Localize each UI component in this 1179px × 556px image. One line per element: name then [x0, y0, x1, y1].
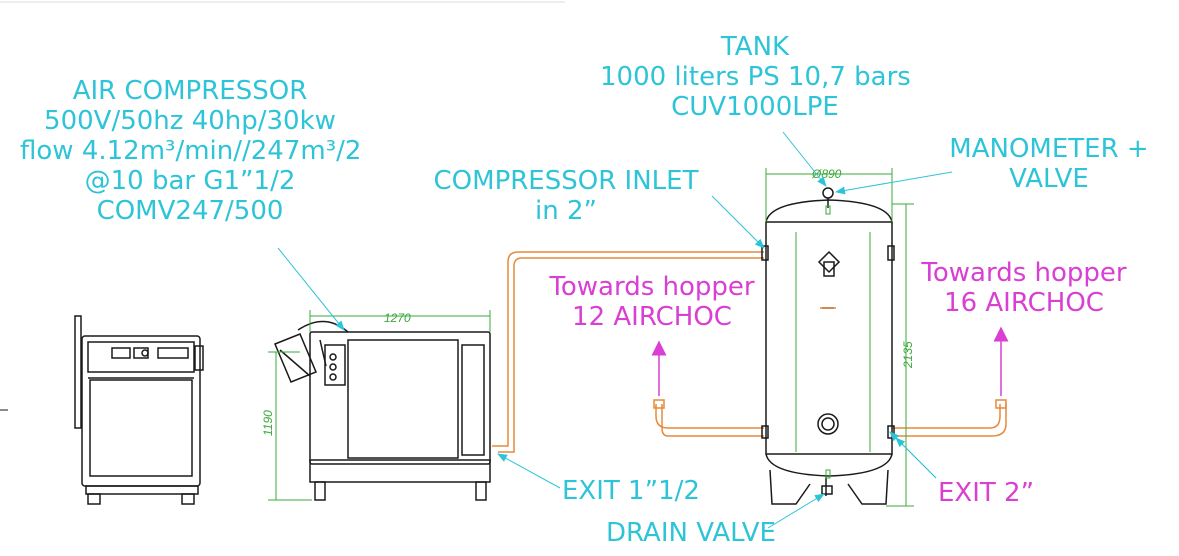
pipe-tank-outlets [653, 399, 1007, 437]
compressor-front-view [74, 315, 204, 505]
tank-label-line2: 1000 liters PS 10,7 bars [600, 62, 911, 92]
dim-1270-text: 1270 [384, 311, 411, 325]
arrow-exit-tank-right-2 [889, 431, 937, 479]
tank-drawing [761, 187, 895, 505]
hopper-arrows [651, 326, 1009, 396]
pipe-compressor-to-tank [492, 251, 764, 453]
hopper-left-line2: 12 AIRCHOC [572, 302, 732, 332]
tank-label: TANK 1000 liters PS 10,7 bars CUV1000LPE [600, 32, 911, 122]
tank-green-details [795, 205, 871, 479]
manometer-label: MANOMETER + VALVE [946, 134, 1152, 194]
hopper-left-line1: Towards hopper [549, 272, 755, 302]
compressor-label-line5: COMV247/500 [96, 196, 284, 226]
inlet-label: COMPRESSOR INLET in 2” [432, 166, 700, 226]
tank-label-line3: CUV1000LPE [671, 92, 839, 122]
dim-2135-text: 2135 [901, 341, 915, 369]
dimension-1190 [268, 351, 312, 501]
hopper-right-label: Towards hopper 16 AIRCHOC [910, 258, 1138, 318]
compressor-side-view [274, 320, 491, 501]
drain-valve-label: DRAIN VALVE [606, 518, 776, 548]
arrow-exit-compressor [497, 453, 561, 489]
arrow-drain [767, 493, 825, 529]
compressor-label-line2: 500V/50hz 40hp/30kw [44, 106, 336, 136]
arrow-tank [782, 131, 827, 187]
dim-890-text: Ø890 [811, 167, 842, 181]
compressor-label-line4: @10 bar G1”1/2 [84, 166, 296, 196]
inlet-label-line1: COMPRESSOR INLET [433, 166, 699, 196]
compressor-label-line3: flow 4.12m³/min//247m³/2 [20, 136, 362, 166]
tank-label-line1: TANK [720, 32, 790, 62]
hopper-right-line1: Towards hopper [921, 258, 1127, 288]
dimension-2135 [886, 203, 914, 507]
exit-tank-label: EXIT 2” [938, 478, 1035, 508]
leader-arrows [277, 131, 953, 529]
compressor-label-line1: AIR COMPRESSOR [72, 76, 308, 106]
arrow-inlet [711, 195, 765, 249]
exit-compressor-label: EXIT 1”1/2 [562, 476, 700, 506]
hopper-left-label: Towards hopper 12 AIRCHOC [538, 272, 766, 332]
manometer-label-line2: VALVE [1009, 164, 1089, 194]
hopper-right-line2: 16 AIRCHOC [944, 288, 1104, 318]
manometer-label-line1: MANOMETER + [949, 134, 1149, 164]
inlet-label-line2: in 2” [535, 196, 597, 226]
dim-1190-text: 1190 [261, 410, 275, 436]
arrow-manometer [835, 171, 953, 195]
compressor-label: AIR COMPRESSOR 500V/50hz 40hp/30kw flow … [20, 76, 362, 226]
arrow-compressor-label [277, 247, 345, 331]
dimension-890 [765, 168, 893, 222]
dimension-1270 [309, 310, 491, 332]
